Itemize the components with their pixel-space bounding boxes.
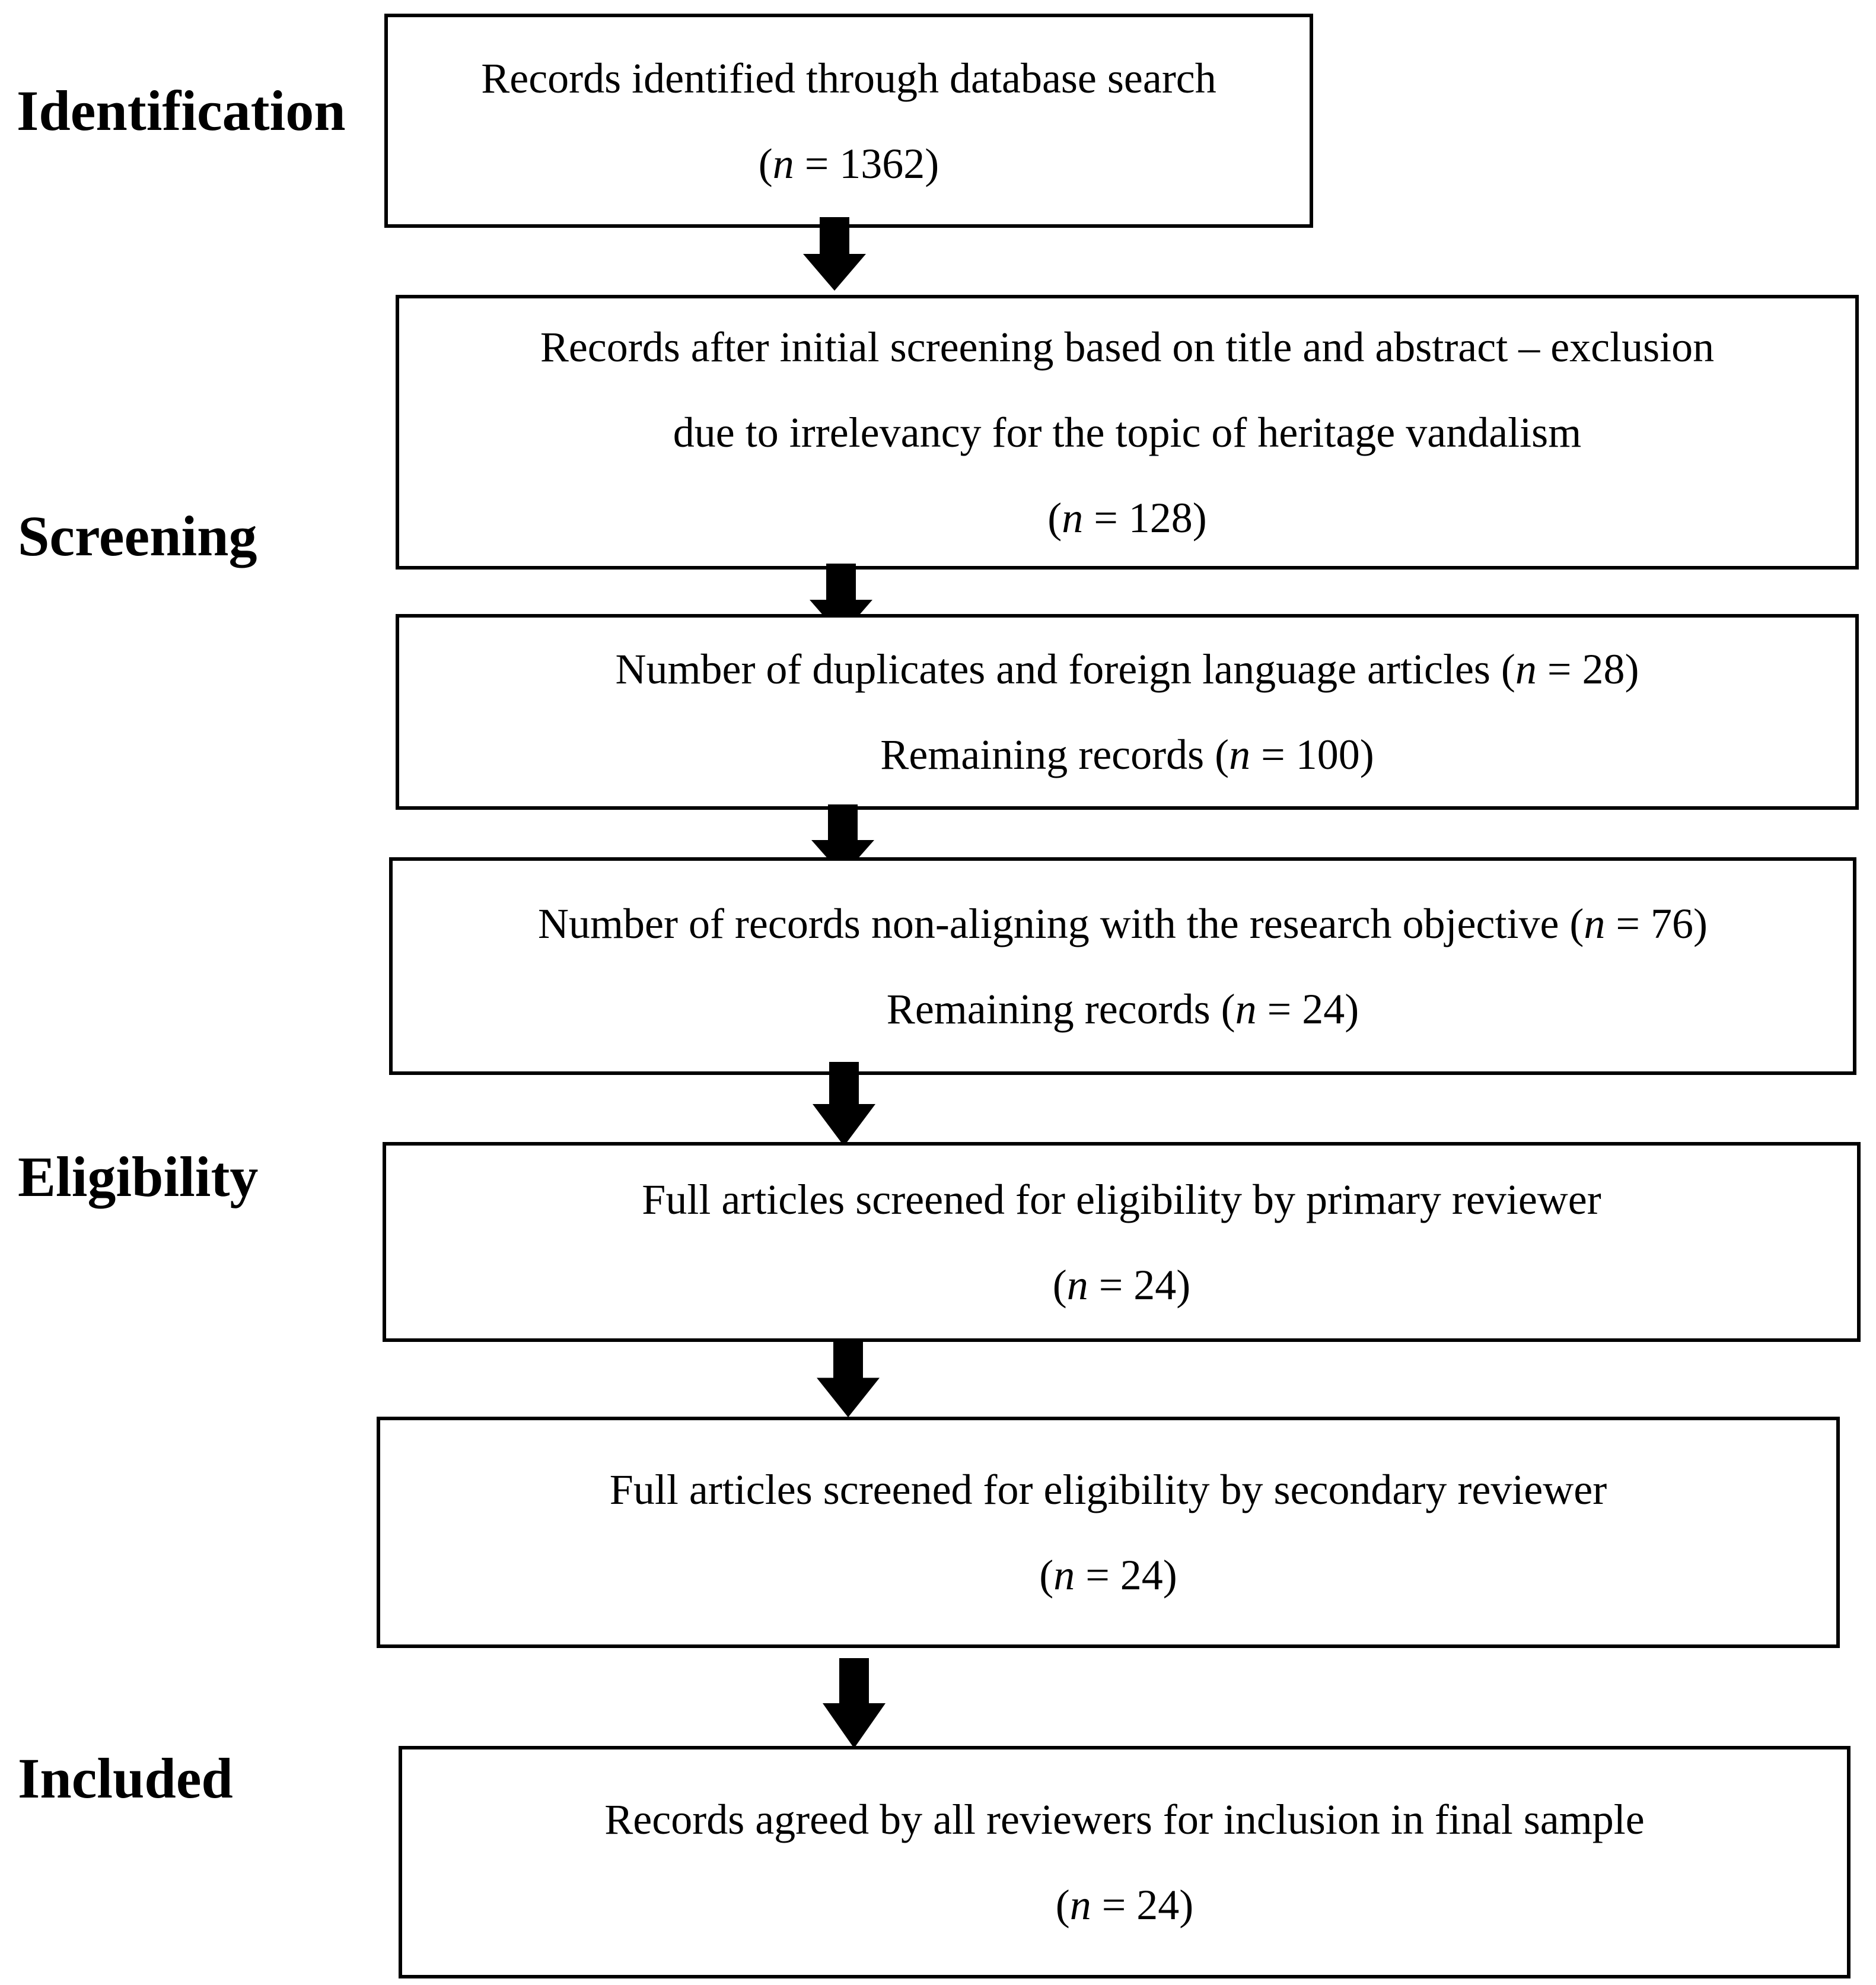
flow-box-initial-screening: Records after initial screening based on…	[396, 295, 1859, 570]
stage-label-included: Included	[18, 1747, 233, 1810]
box-text-line: (n = 24)	[1039, 1551, 1177, 1599]
box-text-line: Records after initial screening based on…	[540, 323, 1715, 371]
arrow-down-icon	[811, 1062, 877, 1146]
box-text-line: due to irrelevancy for the topic of heri…	[673, 408, 1582, 456]
box-text-line: Remaining records (n = 100)	[880, 731, 1374, 778]
box-text-line: Number of records non-aligning with the …	[538, 899, 1708, 947]
flow-box-non-aligning: Number of records non-aligning with the …	[389, 857, 1856, 1075]
box-text-line: (n = 1362)	[758, 139, 939, 187]
flow-box-duplicates-foreign: Number of duplicates and foreign languag…	[396, 614, 1859, 810]
flow-box-records-identified: Records identified through database sear…	[384, 14, 1313, 228]
box-text-line: Full articles screened for eligibility b…	[642, 1175, 1601, 1223]
stage-label-identification: Identification	[17, 79, 346, 142]
box-text-line: Records agreed by all reviewers for incl…	[604, 1796, 1645, 1843]
box-text-line: (n = 128)	[1047, 494, 1207, 542]
arrow-down-icon	[802, 217, 867, 291]
box-text-line: (n = 24)	[1052, 1261, 1191, 1309]
box-text-line: Full articles screened for eligibility b…	[609, 1466, 1607, 1513]
flow-box-secondary-reviewer: Full articles screened for eligibility b…	[377, 1417, 1840, 1648]
arrow-down-icon	[816, 1338, 881, 1417]
stage-label-eligibility: Eligibility	[18, 1145, 259, 1208]
flow-box-primary-reviewer: Full articles screened for eligibility b…	[383, 1142, 1861, 1342]
box-text-line: (n = 24)	[1055, 1881, 1194, 1929]
flow-box-final-sample: Records agreed by all reviewers for incl…	[399, 1746, 1850, 1978]
box-text-line: Remaining records (n = 24)	[886, 985, 1359, 1033]
arrow-down-icon	[821, 1658, 887, 1748]
stage-label-screening: Screening	[18, 504, 257, 568]
box-text-line: Number of duplicates and foreign languag…	[615, 645, 1639, 693]
box-text-line: Records identified through database sear…	[481, 54, 1216, 102]
